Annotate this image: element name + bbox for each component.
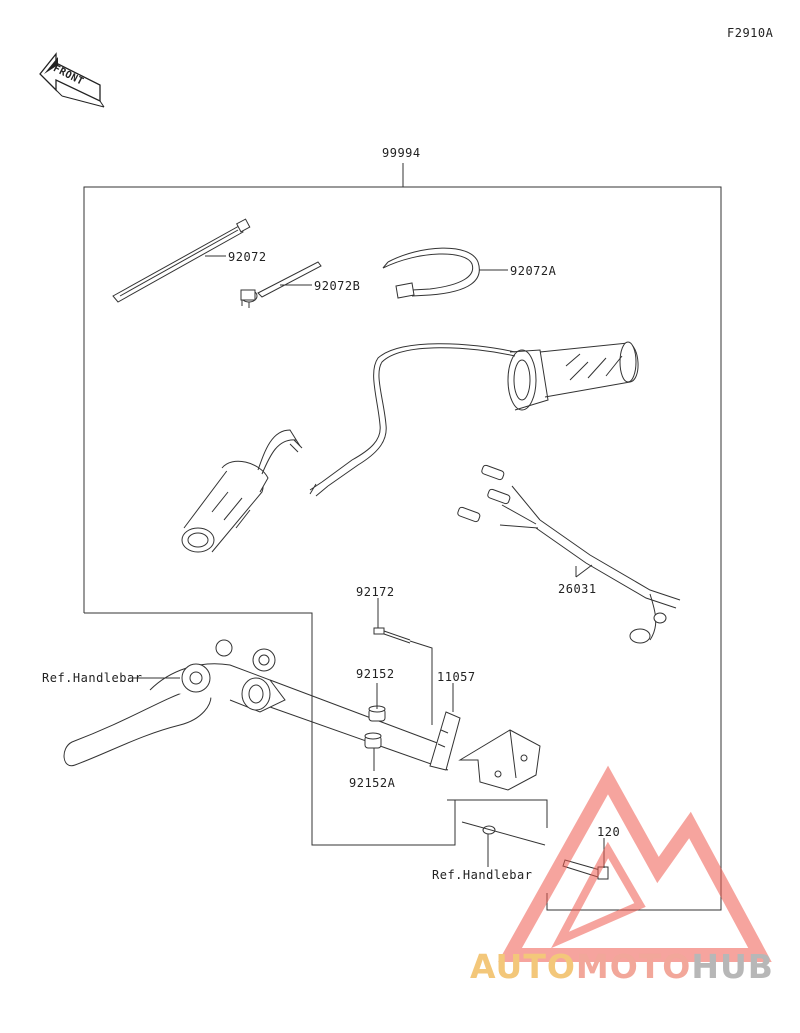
watermark-part2: MOTO — [575, 947, 692, 986]
lever-assembly — [63, 639, 449, 771]
ref-handlebar-left: Ref.Handlebar — [42, 671, 143, 685]
label-92152: 92152 — [356, 667, 395, 681]
watermark-part1: AUTO — [470, 947, 576, 986]
collar-92152a — [364, 732, 382, 749]
label-92072a: 92072A — [510, 264, 557, 278]
bracket-11057 — [429, 711, 541, 791]
front-arrow-icon — [39, 52, 105, 108]
wiring-harness-26031 — [457, 464, 681, 644]
label-11057: 11057 — [437, 670, 476, 684]
watermark-text: AUTOMOTOHUB — [470, 947, 774, 986]
kit-number: 99994 — [382, 146, 421, 160]
watermark-part3: HUB — [691, 947, 774, 986]
ref-handlebar-bottom: Ref.Handlebar — [432, 868, 533, 882]
label-120: 120 — [597, 825, 621, 839]
screw-92172 — [373, 627, 433, 725]
heated-grip-right — [309, 341, 639, 497]
cable-tie-92072 — [112, 218, 251, 303]
label-92072b: 92072B — [314, 279, 361, 293]
label-92172: 92172 — [356, 585, 395, 599]
figure-id: F2910A — [727, 26, 774, 40]
label-92152a: 92152A — [349, 776, 396, 790]
heated-grip-left — [181, 429, 303, 553]
label-26031: 26031 — [558, 582, 597, 596]
kit-bracket — [83, 163, 722, 911]
cable-tie-92072b — [240, 261, 322, 308]
label-92072: 92072 — [228, 250, 267, 264]
cable-tie-92072a — [382, 247, 508, 299]
watermark-logo — [498, 765, 772, 962]
